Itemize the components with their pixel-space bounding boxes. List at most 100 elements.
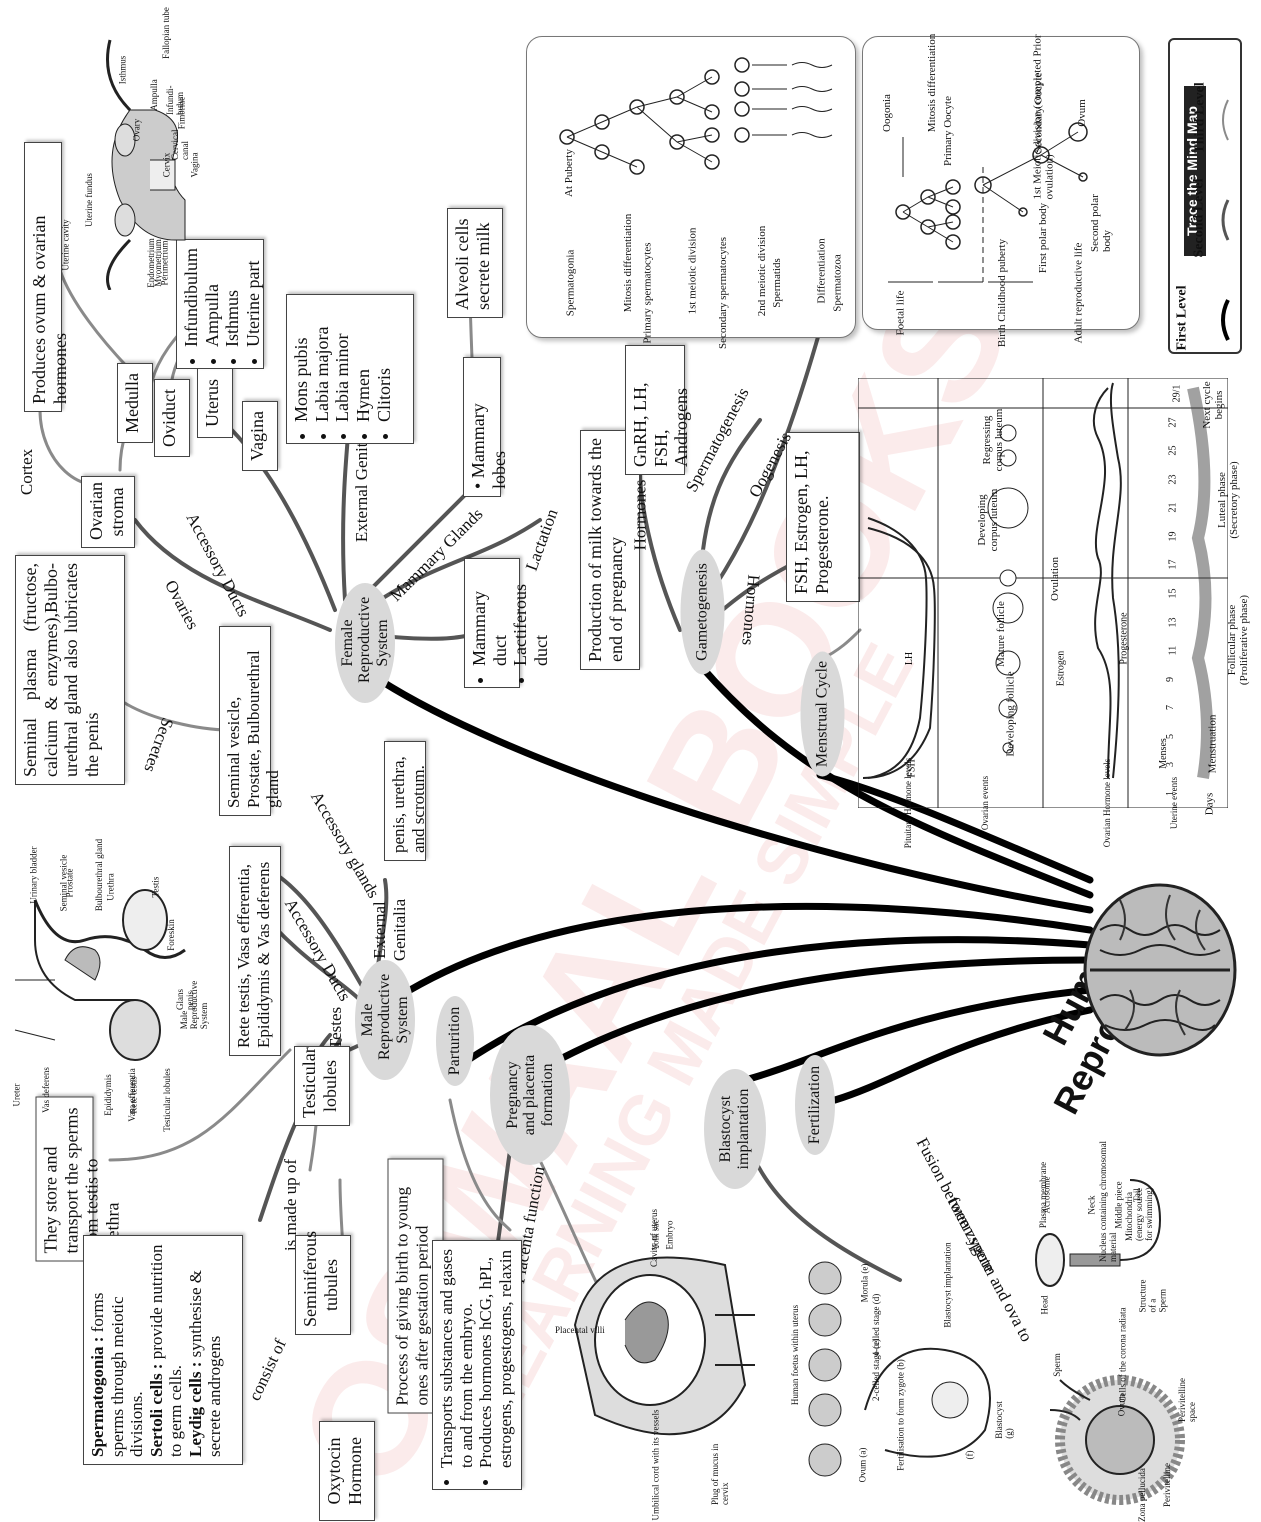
- node-female-label: Female Reproductive System: [338, 596, 391, 683]
- chart-row-label: Ovarian events: [980, 775, 991, 831]
- box-accessory-glands: Seminal vesicle, Prostate, Bulbourethral…: [219, 626, 282, 816]
- chart-event: Developing follicle: [1004, 671, 1017, 757]
- box-mammary-ducts: Mammary duct Lactiferous duct: [464, 558, 551, 688]
- diagram-label: Acrosome: [1041, 1176, 1052, 1214]
- box-ovarian-stroma[interactable]: Ovarian stroma: [81, 476, 135, 548]
- label-cortex: Cortex: [17, 448, 37, 496]
- diagram-label: Yolk sac: [650, 1219, 661, 1251]
- external-part: Labia minor: [332, 302, 353, 422]
- placenta-function: Transports substances and gases to and f…: [437, 1248, 476, 1468]
- oviduct-part: Ampulla: [202, 247, 223, 347]
- box-accessory-ducts: Rete testis, Vasa efferentia, Epididymis…: [229, 846, 281, 1056]
- stage-label: Foetal life: [894, 290, 907, 336]
- diagram-label: Perivitelline space: [1177, 1378, 1197, 1422]
- node-fertilization-label: Fertilization: [806, 1065, 824, 1145]
- chart-day-tick: 29/1: [1171, 384, 1183, 403]
- node-pregnancy[interactable]: Pregnancy and placenta formation: [490, 1025, 570, 1165]
- stage-label: Differentiation: [815, 238, 828, 304]
- external-part: Hymen: [353, 302, 374, 422]
- chart-hormone: Progesterone: [1118, 612, 1130, 665]
- box-vagina[interactable]: Vagina: [242, 401, 278, 471]
- chart-day-tick: 13: [1167, 617, 1179, 628]
- label-hormones-a: Hormones: [630, 479, 650, 551]
- diagram-label: Rete testis: [128, 1076, 139, 1114]
- chart-uterine-menses: Menses: [1157, 738, 1169, 769]
- stage-label: Ovum: [1075, 99, 1088, 127]
- diagram-label: Isthmus: [117, 55, 128, 85]
- chart-day-tick: 21: [1167, 502, 1179, 513]
- box-medulla[interactable]: Medulla: [117, 363, 153, 443]
- male-reproductive-diagram: Urinary bladder Seminal vesicle Prostate…: [5, 839, 209, 1135]
- box-seminal-plasma: Seminal plasma (fructose, calcium & enzy…: [15, 555, 125, 785]
- diagram-label: Testis: [150, 876, 161, 898]
- diagram-label: Umbilical cord with its vessels: [650, 1409, 661, 1521]
- chart-day-tick: 17: [1167, 559, 1179, 570]
- external-part: Clitoris: [374, 302, 395, 422]
- cell-name: Spermatogonia :: [88, 1336, 107, 1457]
- embryo-development-diagram: Human foetus within uterus Ovum (a) Fert…: [785, 1242, 1015, 1500]
- cell-sertoli: Sertoli cells : provide nutrition to ger…: [147, 1243, 186, 1457]
- box-ovary-function: Produces ovum & ovarian hormones: [24, 142, 70, 412]
- diagram-label: Perivitelline: [1162, 1463, 1172, 1507]
- oviduct-part: Isthmus: [222, 247, 243, 347]
- diagram-label: Epididymis: [102, 1074, 113, 1116]
- chart-phase: Menstruation: [1206, 714, 1219, 774]
- chart-day-tick: 7: [1165, 705, 1176, 711]
- stage-label: Primary spermatocytes: [641, 242, 654, 344]
- node-male-reproductive-system[interactable]: Male Reproductive System: [355, 960, 415, 1080]
- spermatogenesis-tree: [559, 57, 833, 175]
- diagram-label: Uterine cavity: [60, 219, 71, 271]
- box-uterus[interactable]: Uterus: [197, 368, 233, 438]
- diagram-label: Zona pellucida: [1136, 1468, 1147, 1522]
- chart-phase: Luteal phase (Secretory phase): [1216, 461, 1240, 539]
- mammary-duct: Mammary duct: [469, 566, 510, 666]
- diagram-label: Testicular lobules: [161, 1068, 172, 1132]
- node-parturition[interactable]: Parturition: [436, 996, 474, 1086]
- cell-name: Leydig cells :: [185, 1361, 205, 1457]
- box-oviduct[interactable]: Oviduct: [154, 379, 190, 457]
- diagram-label: Fallopian tube: [160, 7, 171, 59]
- node-female-reproductive-system[interactable]: Female Reproductive System: [335, 583, 395, 703]
- box-hormones-fsh: FSH, Estrogen, LH, Progesterone.: [786, 432, 860, 602]
- chart-day-tick: 11: [1167, 645, 1179, 656]
- node-fertilization[interactable]: Fertilization: [795, 1055, 835, 1155]
- diagram-label: Uterine fundus: [83, 173, 94, 227]
- diagram-label: Foreskin: [165, 919, 176, 951]
- box-testicular-lobules[interactable]: Testicular lobules: [294, 1046, 350, 1126]
- mammary-duct: Lactiferous duct: [510, 566, 551, 666]
- diagram-label: Cervical canal: [170, 129, 190, 161]
- placenta-function: Produces hormones hCG, hPL, estrogens, p…: [476, 1248, 515, 1468]
- label-testes: Testes: [326, 1006, 346, 1050]
- stage-label: Oogonia: [880, 94, 893, 132]
- node-menstrual-cycle[interactable]: Menstrual Cycle: [800, 651, 845, 777]
- stage-label: Spermatogonia: [564, 249, 577, 317]
- diagram-label: Ovum: [1116, 1393, 1127, 1417]
- diagram-label: Embryo: [664, 1220, 675, 1250]
- node-gametogenesis[interactable]: Gametogenesis: [680, 549, 725, 675]
- chart-phase: Next cycle begins: [1201, 381, 1225, 429]
- diagram-label: Tail: [1131, 1188, 1142, 1202]
- brain-icon: [1080, 880, 1240, 1060]
- stage-label: Primary Oocyte: [941, 96, 954, 166]
- chart-day-tick: 23: [1167, 474, 1179, 485]
- diagram-label: Prostate: [64, 868, 75, 898]
- diagram-label: Ovary: [131, 118, 142, 142]
- stage-label: Spermatids: [770, 258, 783, 308]
- chart-days-label: Days: [1203, 792, 1216, 816]
- cell-leydig: Leydig cells : synthesise & secrete andr…: [186, 1243, 225, 1457]
- stage-label: At Puberty: [562, 149, 575, 197]
- stage-label: 2nd meiotic division: [756, 225, 769, 317]
- box-female-external-parts: Mons pubis Labia majora Labia minor Hyme…: [286, 294, 414, 444]
- external-part: Mons pubis: [291, 302, 312, 422]
- mammary-ducts-list: Mammary duct Lactiferous duct: [469, 566, 552, 680]
- stage-label: Mitosis differentiation: [926, 33, 939, 133]
- node-blastocyst-implantation[interactable]: Blastocyst implantation: [704, 1069, 766, 1189]
- diagram-label: Vas deferens: [40, 1067, 51, 1113]
- box-mammary-lobes[interactable]: • Mammary lobes: [463, 357, 509, 497]
- box-seminiferous-tubules[interactable]: Seminiferous tubules: [295, 1231, 351, 1335]
- chart-day-tick: 15: [1167, 588, 1179, 599]
- diagram-label: Morula (e): [859, 1263, 870, 1303]
- chart-event: Developing corpus luteum: [976, 488, 1000, 552]
- ovum-diagram: Sperm Cells of the corona radiata Ovum Z…: [1040, 1308, 1197, 1522]
